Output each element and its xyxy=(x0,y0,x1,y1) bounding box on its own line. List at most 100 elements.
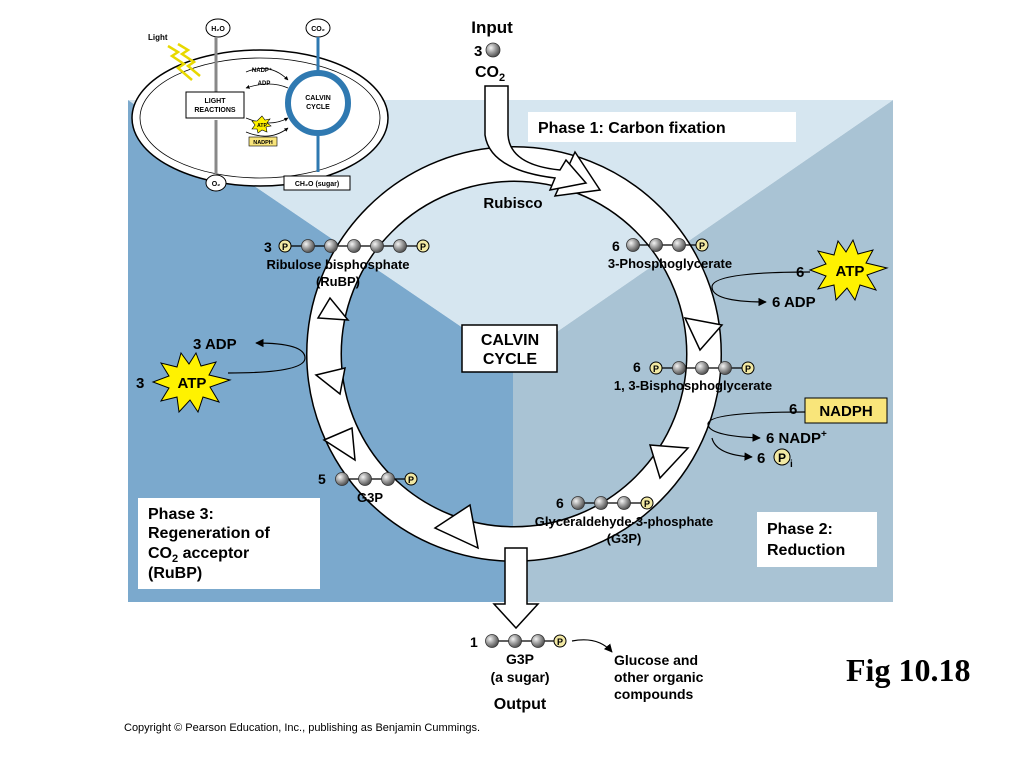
atp-left-label: ATP xyxy=(178,375,207,392)
svg-text:P: P xyxy=(557,637,563,647)
phase3-line4: (RuBP) xyxy=(148,565,202,582)
input-count: 3 xyxy=(474,43,482,60)
nadph-count: 6 xyxy=(789,401,797,418)
atp-right-arrow xyxy=(711,271,811,307)
nadph-box xyxy=(804,397,888,424)
bpg-count: 6 xyxy=(633,359,641,375)
nadph-label: NADPH xyxy=(819,403,872,420)
inset-light-reactions-2: REACTIONS xyxy=(194,107,236,114)
ring-arrow-left-middle xyxy=(314,366,346,396)
phase3-line2: Regeneration of xyxy=(148,525,270,542)
inset-nadph-box xyxy=(248,136,278,147)
inset-o2-bubble xyxy=(205,174,227,192)
co2-ball xyxy=(485,42,501,58)
output-fate-arrow xyxy=(571,639,613,653)
output-count: 1 xyxy=(470,634,478,650)
inset-calvin-ring xyxy=(285,70,351,136)
inset-calvin-2: CYCLE xyxy=(306,104,330,111)
pi-count: 6 xyxy=(757,450,765,467)
atp-right-star xyxy=(808,238,889,302)
rubp-count: 3 xyxy=(264,239,272,255)
phase2-line1: Phase 2: xyxy=(767,521,833,538)
output-g3p-chain: P xyxy=(485,634,567,648)
input-arrow xyxy=(484,85,588,192)
rubp-chain: P P xyxy=(278,239,430,253)
rubisco-label: Rubisco xyxy=(483,195,542,212)
atp-left-count: 3 xyxy=(136,375,144,392)
center-label-box xyxy=(461,324,558,373)
inset-calvin-1: CALVIN xyxy=(305,95,331,102)
phase2-label-box xyxy=(757,512,877,567)
inset-light-reactions-1: LIGHT xyxy=(205,98,227,105)
output-fate-line1: Glucose and xyxy=(614,652,698,668)
ring-arrow-left-lower xyxy=(322,426,356,462)
inset-nadp-label: NADP⁺ xyxy=(252,67,272,74)
bpg-label: 1, 3-Bisphosphoglycerate xyxy=(614,378,772,393)
phase1-label-box xyxy=(528,112,796,142)
input-title: Input xyxy=(471,18,513,37)
inset-light-zigzag-1 xyxy=(167,44,193,81)
phase1-label: Phase 1: Carbon fixation xyxy=(538,120,726,137)
atp-left-star xyxy=(151,351,232,414)
output-fate-line2: other organic xyxy=(614,669,704,685)
ring-arrow-right-upper xyxy=(683,316,724,352)
center-label-line1: CALVIN xyxy=(481,332,539,349)
g3p5-count: 5 xyxy=(318,471,326,487)
g3p-chain: P xyxy=(571,496,654,510)
inset-atp-star xyxy=(251,115,272,134)
g3p-name: Glyceraldehyde-3-phosphate xyxy=(535,514,713,529)
adp-left-label: 3 ADP xyxy=(193,336,237,353)
atp-right-label: ATP xyxy=(836,263,865,280)
inset-adp-label: ADP xyxy=(258,81,271,87)
bpg-chain: P P xyxy=(649,361,755,375)
ring-arrow-left-upper xyxy=(316,296,350,321)
phase3-line1: Phase 3: xyxy=(148,506,214,523)
pi-arrow xyxy=(711,437,753,461)
rubp-abbr: (RuBP) xyxy=(316,274,360,289)
svg-text:P: P xyxy=(420,242,426,252)
pga-chain: P xyxy=(626,238,709,252)
output-name: G3P xyxy=(506,651,534,667)
pi-p-label: P xyxy=(778,451,786,465)
nadp-label: 6 NADP+ xyxy=(766,429,827,447)
inset-co2-label: CO₂ xyxy=(311,26,325,33)
g3p5-label: G3P xyxy=(357,490,383,505)
center-label-line2: CYCLE xyxy=(483,351,538,368)
svg-text:P: P xyxy=(745,364,751,374)
adp-right-label: 6 ADP xyxy=(772,294,816,311)
output-fate-line3: compounds xyxy=(614,686,694,702)
g3p5-chain: P xyxy=(335,472,418,486)
phase3-line3: CO2 acceptor xyxy=(148,545,249,565)
svg-text:P: P xyxy=(282,242,288,252)
inset-nadph-label: NADPH xyxy=(253,140,273,146)
pi-phosphate xyxy=(773,448,791,466)
pga-count: 6 xyxy=(612,238,620,254)
svg-text:P: P xyxy=(408,475,414,485)
copyright-notice: Copyright © Pearson Education, Inc., pub… xyxy=(124,722,481,734)
inset-sugar-label: CH₂O (sugar) xyxy=(295,181,339,188)
inset-atp-label: ATP xyxy=(257,123,267,129)
inset-light-label: Light xyxy=(148,33,168,42)
inset-light-reactions-box xyxy=(185,91,245,119)
inset-sugar-box xyxy=(283,175,351,191)
phase3-label-box xyxy=(138,498,320,589)
inset-light-zigzag-2 xyxy=(177,42,201,77)
pi-sub-label: i xyxy=(790,459,793,470)
output-note: (a sugar) xyxy=(490,669,549,685)
inset-h2o-bubble xyxy=(205,18,231,38)
chloroplast-inset: Light H₂O CO₂ LIGHT REACTIONS CALVIN CYC… xyxy=(131,18,389,192)
svg-text:P: P xyxy=(699,241,705,251)
phase2-line2: Reduction xyxy=(767,542,845,559)
inset-o2-label: O₂ xyxy=(212,181,221,188)
output-arrow xyxy=(492,547,540,630)
g3p-count: 6 xyxy=(556,495,564,511)
nadph-arrow xyxy=(707,411,806,442)
svg-text:P: P xyxy=(644,499,650,509)
svg-text:P: P xyxy=(653,364,659,374)
figure-label: Fig 10.18 xyxy=(846,652,971,688)
atp-left-arrow xyxy=(227,338,306,374)
g3p-abbr: (G3P) xyxy=(607,531,642,546)
output-title: Output xyxy=(494,696,547,713)
pga-label: 3-Phosphoglycerate xyxy=(608,256,732,271)
